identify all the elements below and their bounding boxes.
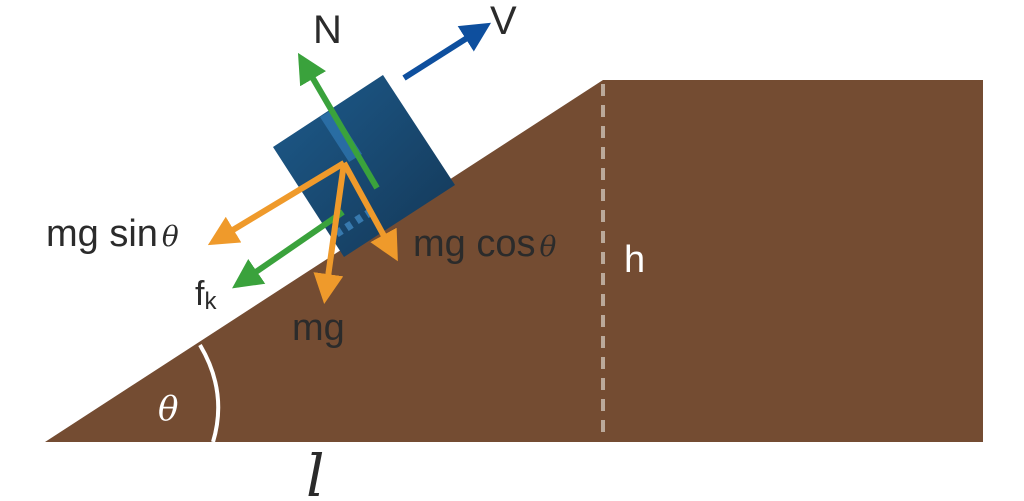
- height-label: h: [624, 239, 645, 281]
- angle-arc: [198, 343, 221, 443]
- velocity-arrow: [402, 22, 492, 81]
- normal-force-arrow: [297, 52, 380, 190]
- length-label: l: [306, 442, 325, 501]
- parallel-component-arrow: [207, 160, 346, 246]
- friction-label: fk: [195, 275, 217, 315]
- incline-ground: [45, 80, 983, 442]
- weight-arrow: [313, 162, 347, 304]
- velocity-label: V: [490, 0, 517, 43]
- angle-label: θ: [158, 389, 178, 429]
- normal-label: N: [313, 8, 342, 52]
- friction-arrow: [232, 209, 345, 289]
- weight-label: mg: [292, 307, 345, 349]
- perpendicular-component-arrow: [341, 161, 398, 262]
